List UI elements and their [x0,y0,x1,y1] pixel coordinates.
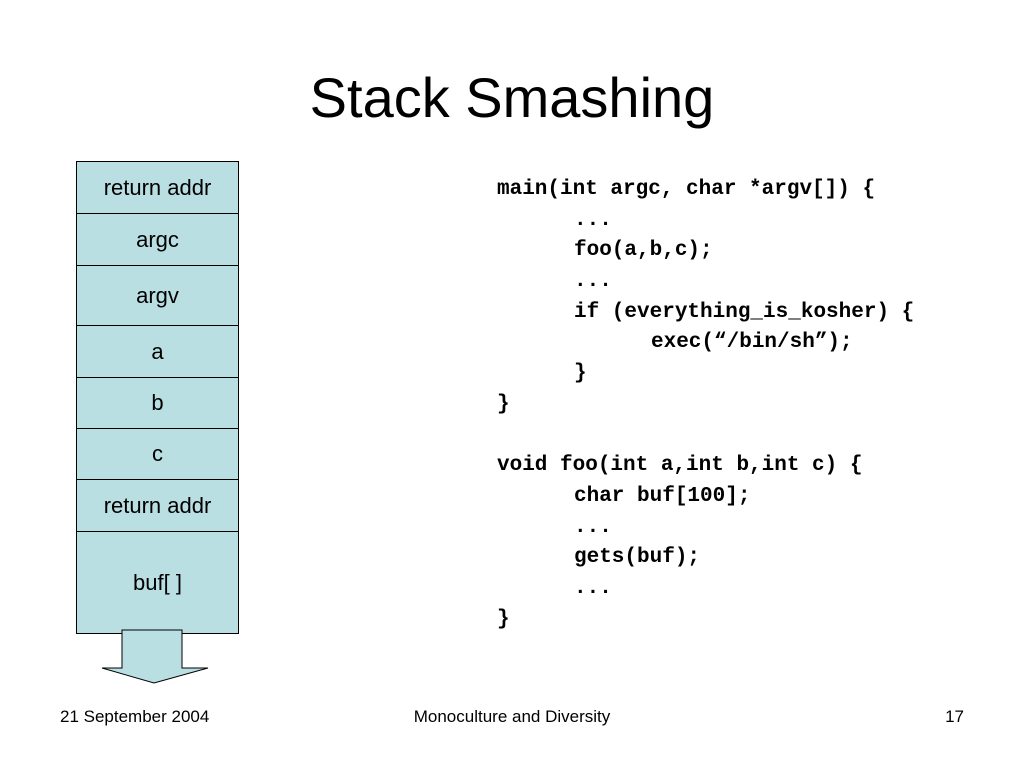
stack-cell-return-addr-foo: return addr [76,479,239,532]
slide-title: Stack Smashing [309,66,715,129]
stack-cell-argc: argc [76,213,239,266]
code-line-ellipsis-2: ... [574,270,612,294]
stack-cell-b: b [76,377,239,429]
code-line-ellipsis-3: ... [574,515,612,539]
code-line-if-close: } [574,362,587,386]
code-line-if: if (everything_is_kosher) { [574,300,915,324]
stack-growth-arrow-icon [101,629,209,684]
code-line-blank [497,421,914,452]
code-line-foo-def: void foo(int a,int b,int c) { [497,454,863,478]
code-line-foo-close: } [497,607,510,631]
code-line-ellipsis-4: ... [574,576,612,600]
code-block: main(int argc, char *argv[]) { ... foo(a… [497,175,914,635]
stack-cell-c: c [76,428,239,480]
stack-cell-buf: buf[ ] [76,531,239,634]
code-line-buf-decl: char buf[100]; [574,484,751,508]
stack-cell-argv: argv [76,265,239,326]
code-line-main-close: } [497,392,510,416]
code-line-foo-call: foo(a,b,c); [574,239,713,263]
stack-diagram: return addr argc argv a b c return addr … [76,161,239,634]
stack-cell-a: a [76,325,239,378]
stack-cell-return-addr-main: return addr [76,161,239,214]
footer-date: 21 September 2004 [60,707,210,726]
code-line-ellipsis-1: ... [574,208,612,232]
footer-page-number: 17 [945,707,964,726]
footer-title: Monoculture and Diversity [413,707,611,726]
code-line-exec: exec(“/bin/sh”); [651,331,853,355]
code-line-gets: gets(buf); [574,546,701,570]
code-line-main: main(int argc, char *argv[]) { [497,178,876,201]
